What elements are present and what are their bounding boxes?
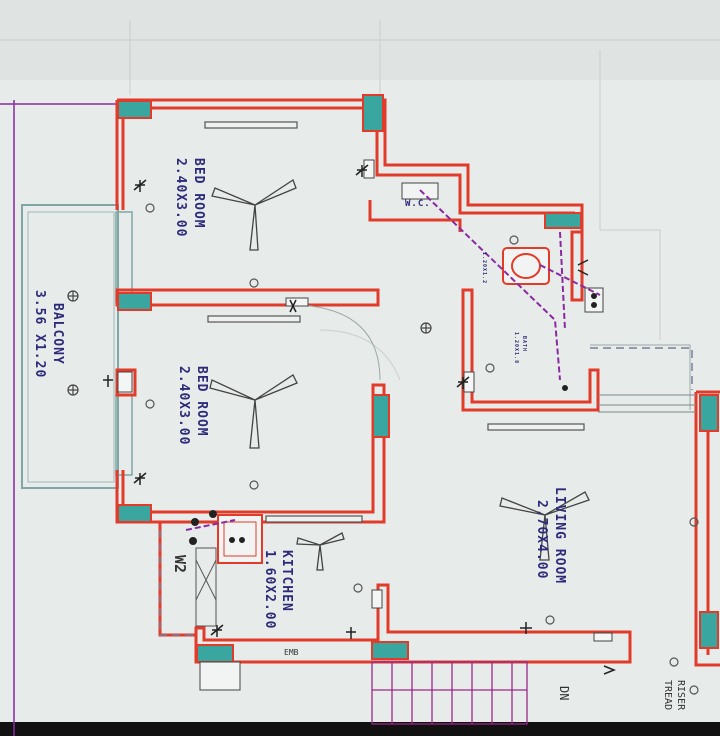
kitchen-name: KITCHEN (279, 550, 294, 612)
meter-box (199, 661, 241, 691)
balcony-outline (21, 204, 133, 489)
bedroom-1-name: BED ROOM (191, 158, 206, 229)
balcony-size: 3.56 X1.20 (32, 290, 47, 378)
doors (299, 304, 696, 413)
faint-drawing-lines (0, 20, 720, 381)
ceiling-fan-bedroom-1 (211, 179, 297, 251)
kitchen-size: 1.60X2.00 (262, 550, 277, 629)
ceiling-fan-bedroom-2 (209, 374, 298, 449)
bath-name: BATH (521, 336, 527, 352)
wc-size: 1.20X1.2 (481, 252, 487, 284)
w2-label: W2 (171, 555, 189, 573)
light-points (145, 203, 699, 695)
kitchen-sink (217, 514, 263, 564)
junction-dots (189, 385, 568, 545)
wiring (185, 189, 601, 531)
bath-size: 1.20X1.8 (513, 332, 519, 364)
tread-label: TREAD (662, 680, 673, 710)
ceiling-fan-living (499, 491, 590, 561)
tube-lights (204, 121, 585, 523)
bracket-lights (103, 164, 617, 675)
w2-window (195, 547, 217, 627)
bedroom-2-size: 2.40X3.00 (176, 366, 191, 445)
bedroom-1-size: 2.40X3.00 (173, 158, 188, 237)
switch-boards (117, 159, 613, 642)
duct-lines (159, 347, 693, 636)
ceiling-fan-kitchen (296, 532, 345, 571)
wc-name: W.C. (405, 199, 431, 209)
bottom-black-bar (0, 722, 720, 736)
living-room-name: LIVING ROOM (552, 487, 567, 584)
staircase (371, 661, 528, 725)
balcony-name: BALCONY (50, 303, 65, 365)
dn-label: DN (557, 686, 571, 700)
bedroom-2-name: BED ROOM (194, 366, 209, 437)
emb-label: EMB (284, 648, 299, 657)
bath-fixtures (502, 247, 604, 313)
living-room-size: 2.70X4.00 (534, 500, 549, 579)
socket-symbols (67, 290, 432, 396)
riser-label: RISER (675, 680, 686, 711)
windows (117, 94, 719, 663)
